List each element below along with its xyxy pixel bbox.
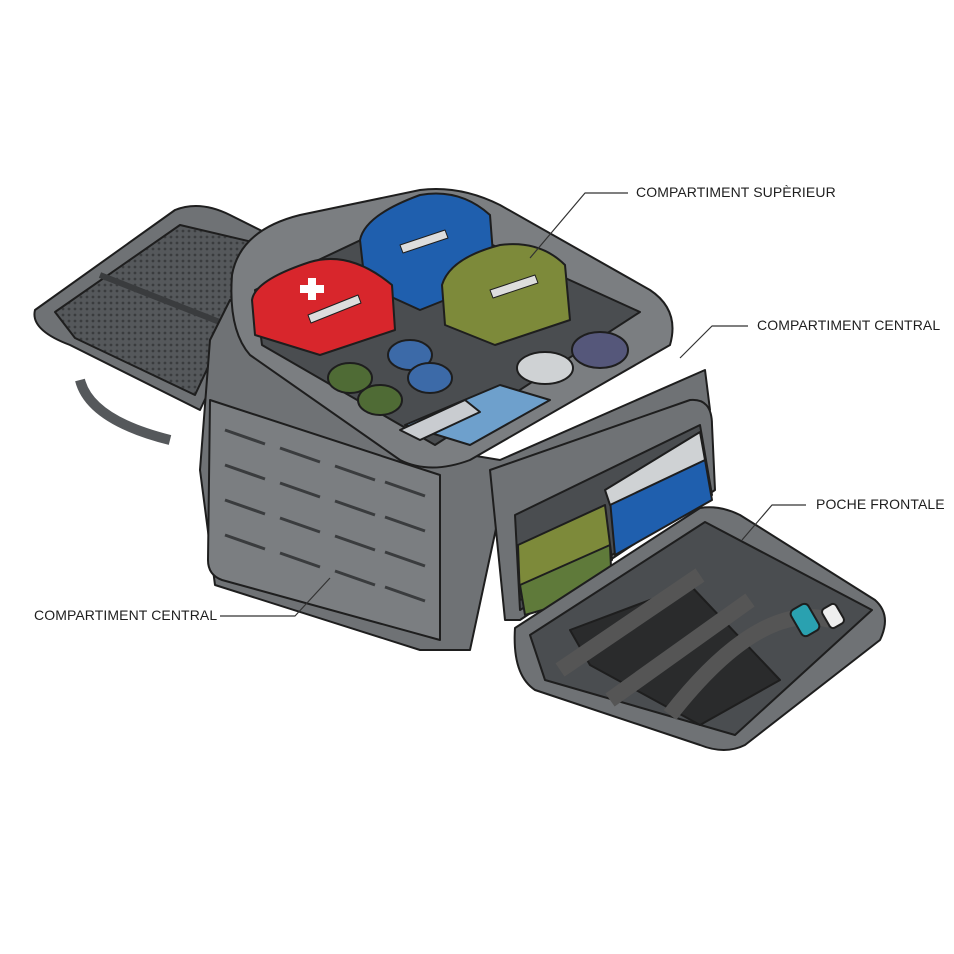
rolled-clothes	[327, 331, 629, 446]
top-compartment	[230, 188, 674, 469]
red-pouch	[251, 258, 396, 356]
label-central-compartment-left: COMPARTIMENT CENTRAL	[34, 607, 218, 623]
first-aid-cross-icon	[300, 278, 324, 300]
central-compartment	[489, 398, 716, 621]
molle-panel	[207, 399, 441, 641]
front-pocket-flap	[513, 506, 886, 751]
green-pouch	[441, 243, 571, 346]
leader-lines	[220, 192, 806, 617]
label-front-pocket: POCHE FRONTALE	[816, 496, 945, 512]
label-central-compartment-right: COMPARTIMENT CENTRAL	[757, 317, 941, 333]
label-top-compartment: COMPARTIMENT SUPÈRIEUR	[636, 184, 836, 200]
